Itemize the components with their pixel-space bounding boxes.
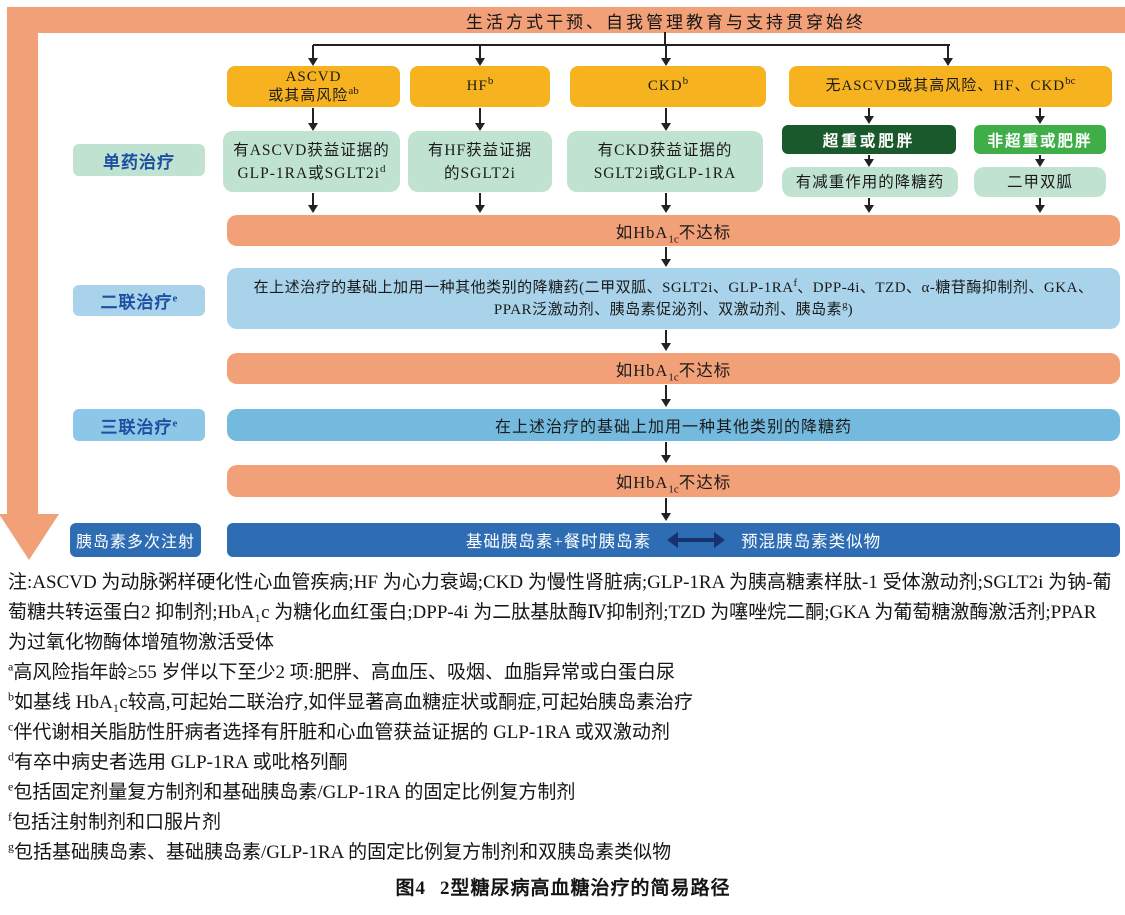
arrow-down-icon: [661, 247, 671, 267]
stage-label-monotherapy: 单药治疗: [73, 144, 205, 176]
footnote-e: e包括固定剂量复方制剂和基础胰岛素/GLP-1RA 的固定比例复方制剂: [8, 779, 576, 803]
figure-caption: 图4 2型糖尿病高血糖治疗的简易路径: [8, 873, 1118, 900]
hba1c-bar-2-text: 如HbA1c不达标: [615, 360, 732, 383]
triple-therapy-band: 在上述治疗的基础上加用一种其他类别的降糖药: [227, 409, 1120, 441]
notes-block: 注:ASCVD 为动脉粥样硬化性心血管疾病;HF 为心力衰竭;CKD 为慢性肾脏…: [8, 568, 1118, 900]
abbreviation-legend: 注:ASCVD 为动脉粥样硬化性心血管疾病;HF 为心力衰竭;CKD 为慢性肾脏…: [8, 572, 1112, 653]
footnote-b: b如基线 HbA₁c较高,可起始二联治疗,如伴显著高血糖症状或酮症,可起始胰岛素…: [8, 689, 694, 713]
connector-horizontal-line: [313, 44, 950, 46]
stage-label-insulin: 胰岛素多次注射: [70, 523, 201, 557]
mono-box-hf: 有HF获益证据 的SGLT2i: [408, 131, 552, 192]
dual-band-line1: 在上述治疗的基础上加用一种其他类别的降糖药(二甲双胍、SGLT2i、GLP-1R…: [253, 276, 1094, 296]
condition-ascvd-line2: 或其高风险ab: [268, 84, 359, 104]
arrow-down-icon: [661, 193, 671, 213]
double-arrow-icon: [667, 532, 726, 548]
condition-none-text: 无ASCVD或其高风险、HF、CKDbc: [825, 75, 1076, 95]
footnote-f: f包括注射制剂和口服片剂: [8, 809, 222, 833]
arrow-down-icon: [308, 193, 318, 213]
arrow-down-icon: [1035, 198, 1045, 213]
hba1c-bar-3-text: 如HbA1c不达标: [615, 473, 732, 496]
overweight-text: 超重或肥胖: [822, 132, 916, 150]
mono-ascvd-line2: GLP-1RA或SGLT2id: [237, 162, 386, 182]
arrow-down-icon: [661, 442, 671, 463]
arrow-down-icon: [475, 193, 485, 213]
mono-ckd-line1: 有CKD获益证据的: [597, 141, 733, 159]
condition-hf-text: HFb: [466, 75, 494, 95]
stage-label-dual-text: 二联治疗e: [100, 292, 178, 312]
arrow-down-icon: [308, 108, 318, 131]
mono-box-ckd: 有CKD获益证据的 SGLT2i或GLP-1RA: [567, 131, 763, 192]
insulin-bar: 基础胰岛素+餐时胰岛素 预混胰岛素类似物: [227, 523, 1120, 557]
condition-box-hf: HFb: [410, 66, 550, 107]
arrow-down-icon: [864, 155, 874, 167]
left-flow-arrow-head-icon: [0, 514, 59, 560]
mono-ascvd-line1: 有ASCVD获益证据的: [233, 141, 390, 159]
arrow-down-icon: [864, 198, 874, 213]
mono-ckd-line2: SGLT2i或GLP-1RA: [593, 164, 737, 182]
arrow-down-icon: [308, 45, 318, 66]
insulin-bar-right-text: 预混胰岛素类似物: [741, 532, 882, 551]
footnote-g: g包括基础胰岛素、基础胰岛素/GLP-1RA 的固定比例复方制剂和双胰岛素类似物: [8, 839, 672, 863]
connector-trunk-line: [664, 32, 666, 45]
arrow-down-icon: [1035, 155, 1045, 167]
arrow-down-icon: [661, 498, 671, 521]
stage-label-monotherapy-text: 单药治疗: [103, 152, 175, 172]
condition-ckd-text: CKDb: [647, 75, 689, 95]
dual-therapy-band: 在上述治疗的基础上加用一种其他类别的降糖药(二甲双胍、SGLT2i、GLP-1R…: [227, 268, 1120, 329]
arrow-down-icon: [1035, 108, 1045, 124]
figure-caption-title: 2型糖尿病高血糖治疗的简易路径: [440, 878, 731, 899]
footnote-c: c伴代谢相关脂肪性肝病者选择有肝脏和心血管获益证据的 GLP-1RA 或双激动剂: [8, 719, 670, 743]
hba1c-bar-1: 如HbA1c不达标: [227, 215, 1120, 246]
stage-label-triple: 三联治疗e: [73, 409, 205, 441]
left-flow-arrow-shaft: [7, 7, 38, 515]
metformin-box: 二甲双胍: [974, 167, 1106, 197]
stage-label-triple-text: 三联治疗e: [100, 416, 178, 437]
arrow-down-icon: [661, 108, 671, 131]
metformin-text: 二甲双胍: [1006, 173, 1073, 191]
arrow-down-icon: [475, 108, 485, 131]
arrow-down-icon: [475, 45, 485, 66]
not-overweight-text: 非超重或肥胖: [987, 132, 1093, 150]
mono-box-ascvd: 有ASCVD获益证据的 GLP-1RA或SGLT2id: [223, 131, 400, 192]
dual-band-line2: PPAR泛激动剂、胰岛素促泌剂、双激动剂、胰岛素g): [493, 298, 854, 318]
weight-drug-box: 有减重作用的降糖药: [782, 167, 958, 197]
arrow-down-icon: [661, 385, 671, 407]
triple-band-text: 在上述治疗的基础上加用一种其他类别的降糖药: [494, 419, 852, 436]
stage-label-dual: 二联治疗e: [73, 285, 205, 316]
arrow-down-icon: [864, 108, 874, 124]
insulin-bar-left-text: 基础胰岛素+餐时胰岛素: [465, 532, 652, 551]
footnote-d: d有卒中病史者选用 GLP-1RA 或吡格列酮: [8, 749, 348, 773]
mono-hf-line2: 的SGLT2i: [444, 164, 516, 182]
condition-box-ascvd: ASCVD 或其高风险ab: [227, 66, 400, 107]
not-overweight-box: 非超重或肥胖: [974, 125, 1106, 154]
hba1c-bar-3: 如HbA1c不达标: [227, 465, 1120, 497]
footnote-a: a高风险指年龄≥55 岁伴以下至少2 项:肥胖、高血压、吸烟、血脂异常或白蛋白尿: [8, 659, 676, 683]
condition-box-none: 无ASCVD或其高风险、HF、CKDbc: [789, 66, 1112, 107]
mono-hf-line1: 有HF获益证据: [427, 141, 533, 159]
lifestyle-banner: 生活方式干预、自我管理教育与支持贯穿始终: [7, 7, 1125, 33]
condition-box-ckd: CKDb: [570, 66, 766, 107]
stage-label-insulin-text: 胰岛素多次注射: [75, 534, 195, 551]
figure-caption-number: 图4: [395, 878, 426, 899]
lifestyle-banner-text: 生活方式干预、自我管理教育与支持贯穿始终: [466, 12, 866, 32]
condition-ascvd-line1: ASCVD: [285, 68, 342, 85]
hba1c-bar-1-text: 如HbA1c不达标: [615, 222, 732, 245]
hba1c-bar-2: 如HbA1c不达标: [227, 353, 1120, 384]
overweight-box: 超重或肥胖: [782, 125, 956, 154]
weight-drug-text: 有减重作用的降糖药: [795, 173, 945, 191]
arrow-down-icon: [661, 330, 671, 351]
arrow-down-icon: [661, 45, 671, 66]
arrow-down-icon: [943, 45, 953, 66]
